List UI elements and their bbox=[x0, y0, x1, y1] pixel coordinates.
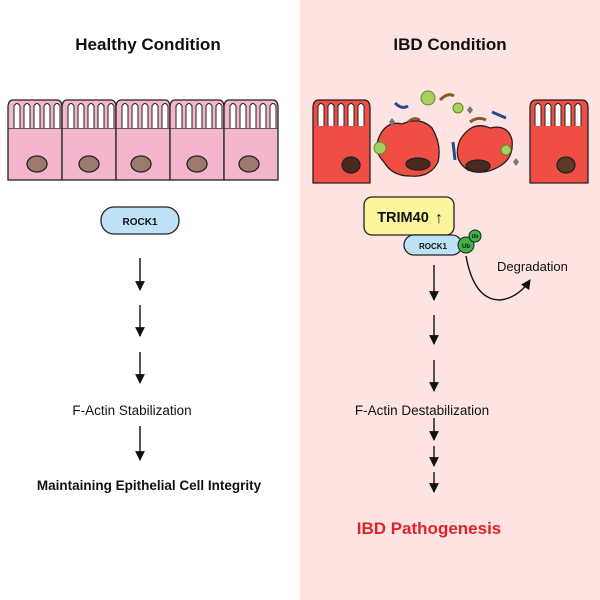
healthy-cell bbox=[61, 99, 117, 181]
microbe bbox=[420, 90, 436, 106]
microbe bbox=[452, 102, 464, 114]
f-actin-stabilization-label: F-Actin Stabilization bbox=[72, 403, 191, 418]
trim40-node: TRIM40 ↑ bbox=[363, 196, 455, 236]
microbe bbox=[373, 141, 387, 155]
ub-label: Ub bbox=[472, 234, 479, 240]
degradation-label: Degradation bbox=[497, 259, 568, 274]
ibd-epithelium bbox=[312, 99, 589, 184]
ub-label: Ub bbox=[462, 244, 470, 250]
up-arrow-icon: ↑ bbox=[435, 210, 443, 227]
microbe bbox=[438, 93, 455, 102]
healthy-cell bbox=[169, 99, 225, 181]
rock1-node: ROCK1 bbox=[100, 206, 180, 235]
healthy-epithelium bbox=[7, 99, 279, 181]
microbe bbox=[393, 101, 409, 109]
inflamed-cell bbox=[312, 99, 371, 184]
healthy-title: Healthy Condition bbox=[75, 35, 220, 54]
f-actin-destabilization-label: F-Actin Destabilization bbox=[355, 403, 489, 418]
healthy-cell bbox=[223, 99, 279, 181]
microbe bbox=[469, 116, 487, 124]
microbe bbox=[451, 141, 457, 161]
microbe bbox=[407, 117, 421, 123]
trim40-label: TRIM40 bbox=[377, 210, 429, 226]
healthy-cell bbox=[7, 99, 63, 181]
healthy-cell bbox=[115, 99, 171, 181]
microbe bbox=[491, 110, 507, 120]
ubiquitin-icon bbox=[468, 229, 482, 243]
microbial-debris bbox=[373, 90, 519, 166]
microbe bbox=[500, 144, 512, 156]
ubiquitin-icon bbox=[457, 236, 475, 254]
healthy-outcome-label: Maintaining Epithelial Cell Integrity bbox=[37, 478, 262, 493]
damaged-cell bbox=[456, 125, 513, 173]
inflamed-cell bbox=[529, 99, 589, 184]
ibd-title: IBD Condition bbox=[393, 35, 506, 54]
degradation-arrow bbox=[465, 255, 531, 301]
rock1-label: ROCK1 bbox=[122, 217, 157, 228]
rock1-ibd-label: ROCK1 bbox=[419, 242, 448, 251]
damaged-cell bbox=[376, 120, 440, 177]
ibd-pathogenesis-label: IBD Pathogenesis bbox=[357, 519, 502, 538]
rock1-ubiquitinated-node: ROCK1 Ub Ub bbox=[403, 229, 482, 256]
